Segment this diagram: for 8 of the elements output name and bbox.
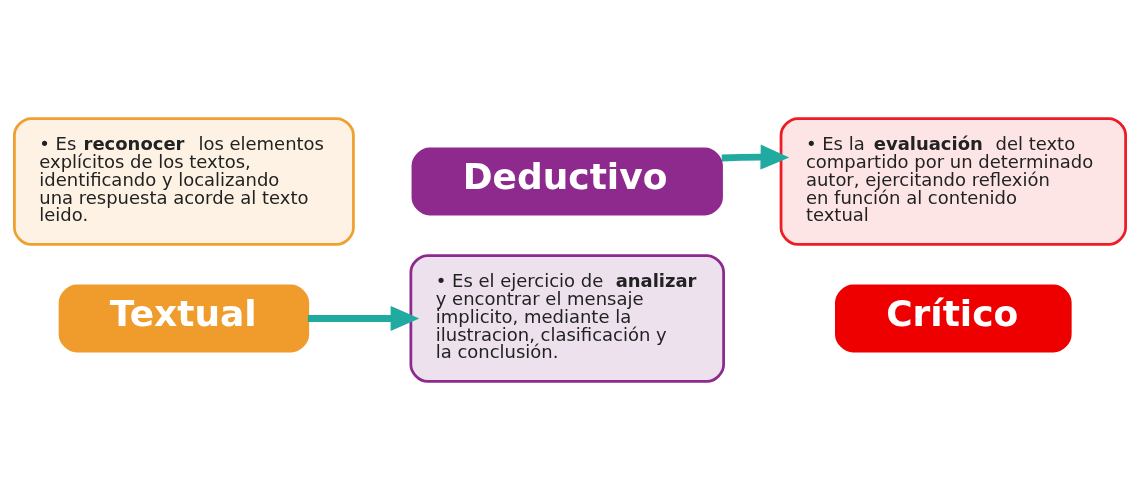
node-box: • Es reconocer los elementos explícitos de los textos, identificando y localizando una respuesta acorde al texto leido. (13, 116, 355, 246)
arrow (307, 305, 420, 331)
node-box: Textual (58, 284, 310, 352)
node-box: Crítico (835, 284, 1072, 352)
node-box: • Es el ejercicio de analizar y encontrar el mensaje implicito, mediante la ilustracion, clasificación y la conclusión. (409, 253, 725, 383)
node-box: • Es la evaluación del texto compartido por un determinado autor, ejercitando reflexión en función al contenido textual (779, 116, 1127, 246)
arrow (721, 144, 790, 170)
node-box: Deductivo (411, 147, 723, 215)
